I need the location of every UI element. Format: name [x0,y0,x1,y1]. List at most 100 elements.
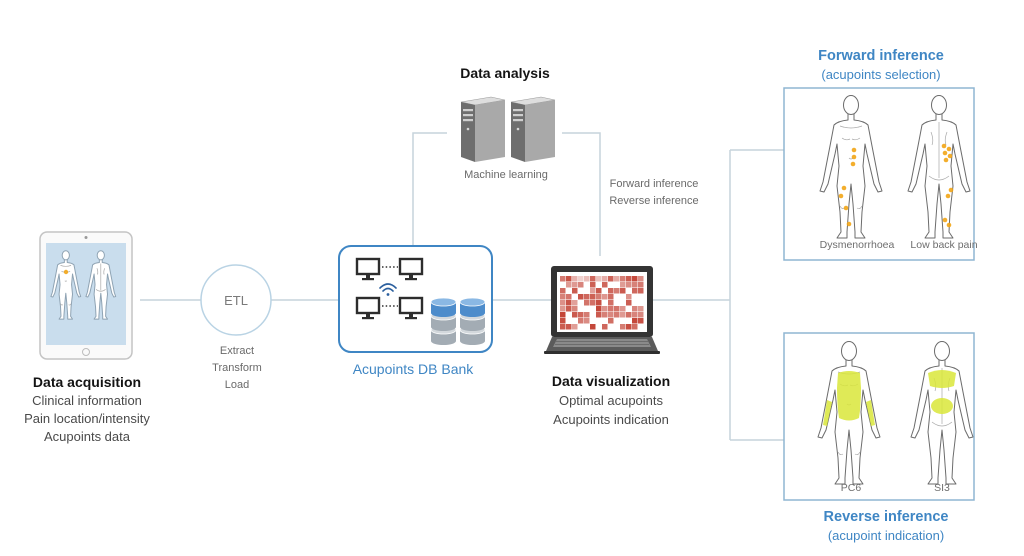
figure-label: Dysmenorrhoea [820,239,895,251]
heatmap-cell [596,288,602,294]
heatmap-cell [578,276,584,282]
heatmap-cell [602,276,608,282]
heatmap-cell [638,282,644,288]
heatmap-cell [584,294,590,300]
heatmap-cell [590,282,596,288]
heatmap-cell [566,324,572,330]
heatmap-cell [578,282,584,288]
data-visualization-item: Acupoints indication [553,412,669,427]
heatmap-cell [560,294,566,300]
heatmap-cell [602,282,608,288]
heatmap-cell [608,318,614,324]
heatmap-cell [596,276,602,282]
heatmap-cell [560,324,566,330]
db-bank-label: Acupoints DB Bank [353,361,475,377]
heatmap-cell [608,294,614,300]
heatmap-cell [572,306,578,312]
heatmap-cell [626,324,632,330]
heatmap-cell [632,312,638,318]
etl-label: ETL [224,293,248,308]
heatmap-cell [560,306,566,312]
heatmap-cell [572,312,578,318]
heatmap-cell [638,306,644,312]
heatmap-cell [596,294,602,300]
acupoint-marker [941,143,947,149]
heatmap-cell [626,276,632,282]
heatmap-cell [590,294,596,300]
tablet-camera [84,236,88,239]
heatmap-cell [614,276,620,282]
heatmap-cell [632,306,638,312]
heatmap-cell [584,312,590,318]
heatmap-cell [590,300,596,306]
heatmap-cell [596,306,602,312]
reverse-inference-title: Reverse inference [824,509,949,525]
forward-inference-title: Forward inference [818,48,944,64]
heatmap-cell [602,294,608,300]
heatmap-cell [620,276,626,282]
heatmap-cell [566,294,572,300]
heatmap-cell [620,312,626,318]
heatmap-cell [572,276,578,282]
figure-label: SI3 [934,482,950,494]
data-acquisition-item: Clinical information [32,393,142,408]
keyboard-rows [555,341,649,345]
heatmap-cell [638,318,644,324]
etl-step: Transform [212,362,262,374]
data-acquisition-item: Pain location/intensity [24,411,150,426]
acupoint-markers [941,143,954,228]
server-icon [460,96,506,163]
connectors [140,132,784,441]
heatmap-cell [638,288,644,294]
heatmap-cell [608,300,614,306]
heatmap-cell [602,312,608,318]
heatmap-cell [596,312,602,318]
heatmap-cell [626,312,632,318]
heatmap-cell [572,282,578,288]
heatmap-cell [590,324,596,330]
heatmap-cell [602,306,608,312]
acupoint-marker [850,161,856,167]
indication-highlight [823,371,875,426]
heatmap-cell [638,276,644,282]
heatmap-cell [632,276,638,282]
laptop-icon [544,266,660,354]
db-bank-node [338,245,493,353]
heatmap-cell [584,318,590,324]
acupoint-marker [946,222,952,228]
acupoint-marker [942,217,948,223]
acupoint-marker [846,221,852,227]
heatmap-cell [608,306,614,312]
acupoint-marker [942,150,948,156]
connector-line [562,132,601,256]
acupoint-marker [948,187,954,193]
connector-line [412,132,447,245]
heatmap-cell [620,282,626,288]
heatmap-cell [626,300,632,306]
heatmap-cell [578,294,584,300]
laptop-keyboard [553,339,651,347]
heatmap-cell [584,300,590,306]
wifi-icon [379,283,397,296]
heatmap-cell [560,312,566,318]
acupoint-marker [843,205,849,211]
heatmap-cell [566,306,572,312]
heatmap-cell [578,312,584,318]
heatmap-cell [584,276,590,282]
forward-inference-subtitle: (acupoints selection) [821,67,940,82]
forward-inference-panel: Dysmenorrhoea Low back pain [783,87,978,261]
heatmap-cell [632,318,638,324]
etl-circle [200,264,272,336]
acupoint-marker [851,147,857,153]
etl-step: Extract [220,345,254,357]
heatmap-cell [632,324,638,330]
reverse-inference-panel: PC6 SI3 [783,332,975,501]
server-icon [510,96,556,163]
heatmap-cell [560,318,566,324]
heatmap-cell [602,324,608,330]
heatmap-cell [614,288,620,294]
data-acquisition-title: Data acquisition [33,374,141,390]
heatmap-cell [608,276,614,282]
heatmap-cell [614,312,620,318]
reverse-inference-subtitle: (acupoint indication) [828,528,944,543]
